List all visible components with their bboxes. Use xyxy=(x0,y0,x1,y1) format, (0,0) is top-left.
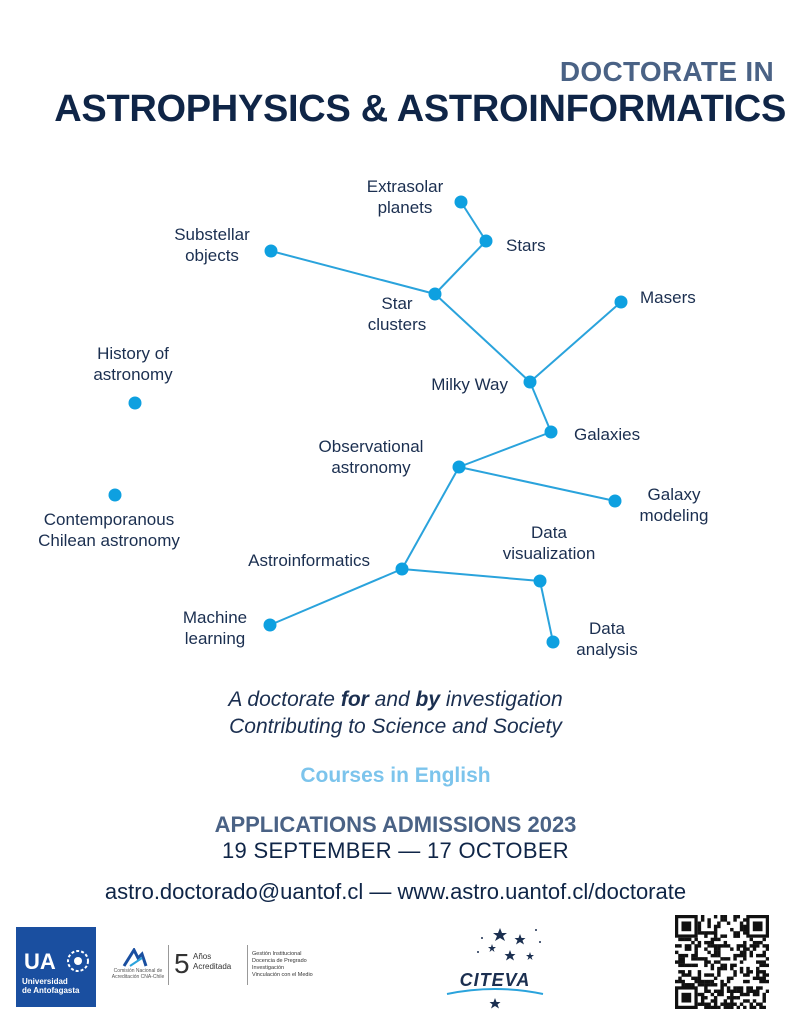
label-machine-learning-1: Machine xyxy=(183,608,247,627)
label-star-clusters-1: Star xyxy=(381,294,413,313)
node-contemporaneous xyxy=(108,488,122,502)
qr-code-icon[interactable] xyxy=(675,915,769,1009)
edge-milky-way-galaxies xyxy=(529,381,552,433)
courses-language: Courses in English xyxy=(300,764,491,787)
edge-astroinformatics-data-visualization xyxy=(401,568,541,582)
node-observational xyxy=(452,460,466,474)
node-data-visualization xyxy=(533,574,547,588)
research-topic-tree: Extrasolar planets Stars Substellar obje… xyxy=(38,177,709,659)
label-extrasolar-2: planets xyxy=(378,198,433,217)
ua-emblem-icon xyxy=(67,950,89,972)
label-milky-way: Milky Way xyxy=(431,375,508,394)
label-astroinformatics: Astroinformatics xyxy=(248,551,370,570)
node-milky-way xyxy=(523,375,537,389)
label-data-analysis-2: analysis xyxy=(576,640,637,659)
node-galaxy-modeling xyxy=(608,494,622,508)
edge-substellar-star-clusters xyxy=(270,250,436,295)
edge-masers-milky-way xyxy=(529,301,622,383)
accreditation-years: 5 xyxy=(174,948,190,979)
title-doctorate-in: DOCTORATE IN xyxy=(559,56,774,87)
label-masers: Masers xyxy=(640,288,696,307)
node-extrasolar xyxy=(454,195,468,209)
label-extrasolar-1: Extrasolar xyxy=(367,177,444,196)
admissions-dates: 19 SEPTEMBER — 17 OCTOBER xyxy=(222,838,569,863)
tree-nodes xyxy=(108,195,628,649)
page-title: ASTROPHYSICS & ASTROINFORMATICS xyxy=(54,88,786,130)
label-data-visualization-1: Data xyxy=(531,523,567,542)
label-contemporaneous-2: Chilean astronomy xyxy=(38,531,180,550)
node-galaxies xyxy=(544,425,558,439)
citeva-stars-icon xyxy=(477,928,541,961)
label-star-clusters-2: clusters xyxy=(368,315,427,334)
edge-extrasolar-stars xyxy=(460,201,487,242)
label-substellar-2: objects xyxy=(185,246,239,265)
label-substellar-1: Substellar xyxy=(174,225,250,244)
edge-observational-astroinformatics xyxy=(401,466,460,570)
node-astroinformatics xyxy=(395,562,409,576)
node-masers xyxy=(614,295,628,309)
citeva-logo-text: CITEVA xyxy=(459,970,531,990)
tagline-line-1: A doctorate for and by investigation xyxy=(228,688,563,711)
label-observational-2: astronomy xyxy=(331,458,411,477)
cna-logo-icon xyxy=(122,948,148,967)
node-star-clusters xyxy=(428,287,442,301)
ua-logo-mark: UA xyxy=(24,949,56,974)
node-stars xyxy=(479,234,493,248)
node-substellar xyxy=(264,244,278,258)
accreditation-areas: Gestión Institucional Docencia de Pregra… xyxy=(252,951,313,978)
tagline: A doctorate for and by investigation Con… xyxy=(0,686,791,740)
tagline-line-2: Contributing to Science and Society xyxy=(229,715,562,738)
label-history-1: History of xyxy=(97,344,169,363)
footer-divider xyxy=(168,945,169,985)
node-history xyxy=(128,396,142,410)
label-observational-1: Observational xyxy=(319,437,424,456)
citeva-swoosh-icon xyxy=(446,988,544,1009)
tree-edges xyxy=(269,201,622,643)
node-data-analysis xyxy=(546,635,560,649)
edge-galaxies-observational xyxy=(458,431,552,468)
edge-astroinformatics-machine-learning xyxy=(269,568,403,626)
label-galaxies: Galaxies xyxy=(574,425,640,444)
label-stars: Stars xyxy=(506,236,546,255)
edge-star-clusters-milky-way xyxy=(434,293,531,383)
label-data-analysis-1: Data xyxy=(589,619,625,638)
accreditation-label: Años Acreditada xyxy=(193,952,232,971)
edge-stars-star-clusters xyxy=(434,240,487,295)
footer-divider xyxy=(247,945,248,985)
contact-line[interactable]: astro.doctorado@uantof.cl — www.astro.ua… xyxy=(104,879,687,904)
ua-logo: UA Universidad de Antofagasta xyxy=(16,927,96,1007)
ua-logo-name: Universidad de Antofagasta xyxy=(22,977,80,995)
node-machine-learning xyxy=(263,618,277,632)
label-machine-learning-2: learning xyxy=(185,629,246,648)
label-contemporaneous-1: Contemporanous xyxy=(44,510,174,529)
label-galaxy-modeling-1: Galaxy xyxy=(648,485,701,504)
label-data-visualization-2: visualization xyxy=(503,544,596,563)
label-history-2: astronomy xyxy=(93,365,173,384)
cna-text: Comisión Nacional de Acreditación CNA-Ch… xyxy=(111,968,165,980)
admissions-title: APPLICATIONS ADMISSIONS 2023 xyxy=(214,812,577,837)
edge-data-visualization-data-analysis xyxy=(539,580,554,643)
label-galaxy-modeling-2: modeling xyxy=(640,506,709,525)
edge-observational-galaxy-modeling xyxy=(458,466,616,502)
